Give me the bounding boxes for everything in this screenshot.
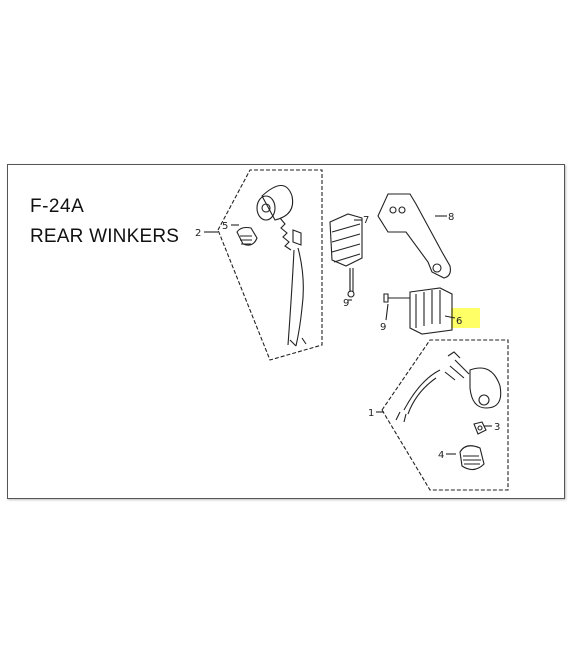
- diagram-code: F-24A: [30, 196, 85, 217]
- label-part-2: 2: [195, 228, 201, 239]
- rubber-cover: [329, 213, 363, 298]
- bracket-right-assembly: [381, 339, 509, 491]
- winker-right: [395, 351, 502, 423]
- winker-left: [256, 184, 307, 347]
- label-part-3: 3: [494, 422, 500, 433]
- bulb-socket: [473, 421, 487, 435]
- label-part-1: 1: [368, 408, 374, 419]
- part-labels: 2 5 7 8 9 9 6 1 3 4: [195, 212, 500, 461]
- label-part-6: 6: [456, 316, 462, 327]
- label-part-9-lower: 9: [380, 322, 386, 333]
- label-part-9-upper: 9: [343, 298, 349, 309]
- diagram-title: REAR WINKERS: [30, 226, 180, 247]
- highlight-part-6: [451, 308, 480, 328]
- bracket-left-assembly: [217, 169, 323, 361]
- lens-right: [459, 445, 485, 471]
- screw-lower: [383, 293, 410, 303]
- diagram-frame: [7, 164, 565, 499]
- lens-left: [236, 226, 258, 246]
- rubber-spacer: [409, 287, 453, 335]
- mounting-bracket: [377, 193, 451, 279]
- label-part-4: 4: [438, 450, 444, 461]
- label-part-7: 7: [363, 215, 369, 226]
- label-part-8: 8: [448, 212, 454, 223]
- label-part-5: 5: [222, 221, 228, 232]
